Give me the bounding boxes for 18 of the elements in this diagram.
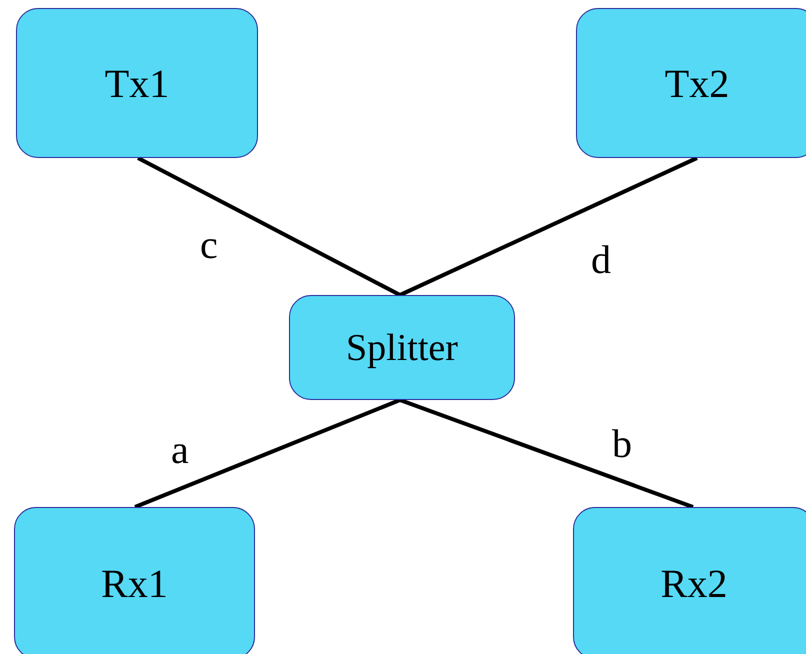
edge-label: c xyxy=(200,225,218,265)
node-label: Splitter xyxy=(346,326,458,370)
connector-line xyxy=(134,398,401,509)
rounded-box xyxy=(16,8,258,158)
node-label: Rx2 xyxy=(660,560,728,606)
node-label: Tx1 xyxy=(104,60,170,106)
rounded-box xyxy=(576,8,806,158)
edge-label: d xyxy=(591,240,611,280)
connector-line xyxy=(137,156,401,297)
connector-line xyxy=(399,398,694,509)
rounded-box xyxy=(289,295,515,400)
edge-label: a xyxy=(171,430,189,470)
node-label: Tx2 xyxy=(664,60,730,106)
connector-line xyxy=(399,156,698,297)
edge-label: b xyxy=(612,424,632,464)
rounded-box xyxy=(573,507,806,654)
rounded-box xyxy=(14,507,255,654)
node-label: Rx1 xyxy=(101,560,168,606)
